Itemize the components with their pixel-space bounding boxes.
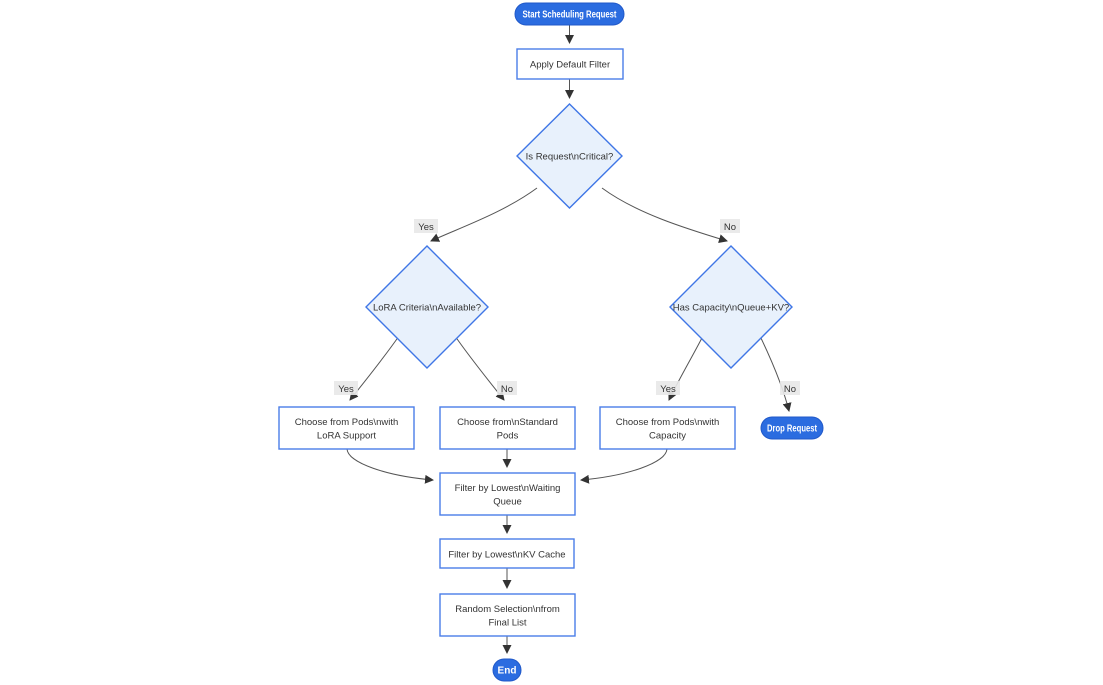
is-critical-label: Is Request\nCritical? [526,152,614,163]
node-has-capacity: Has Capacity\nQueue+KV? [669,245,793,369]
node-choose-lora-pods: Choose from Pods\nwith LoRA Support [278,406,415,450]
node-choose-standard-pods: Choose from\nStandard Pods [439,406,576,450]
choose-lora-pods-line1: Choose from Pods\nwith [295,417,399,428]
end-node-label: End [498,666,517,677]
choose-standard-pods-line1: Choose from\nStandard [457,417,558,428]
filter-waiting-queue-line1: Filter by Lowest\nWaiting [455,483,561,494]
edge-label-capacity-no: No [780,381,800,395]
node-lora-criteria: LoRA Criteria\nAvailable? [365,245,489,369]
node-filter-waiting-queue: Filter by Lowest\nWaiting Queue [439,472,576,516]
choose-lora-pods-line2: LoRA Support [317,431,377,442]
edge-label-text: No [784,384,796,395]
lora-criteria-shape [365,245,489,369]
node-apply-default-filter: Apply Default Filter [516,48,624,80]
edge-label-bg [334,381,358,395]
drop-request-shape [760,416,824,440]
end-node-shape [492,658,522,682]
edge-label-capacity-yes: Yes [656,381,680,395]
node-filter-kv-cache: Filter by Lowest\nKV Cache [439,538,575,569]
edge-label-text: Yes [660,384,676,395]
choose-lora-pods-shape [278,406,415,450]
choose-capacity-pods-line1: Choose from Pods\nwith [616,417,720,428]
filter-kv-cache-label: Filter by Lowest\nKV Cache [448,550,565,561]
has-capacity-shape [669,245,793,369]
is-critical-shape [516,103,623,209]
has-capacity-label: Has Capacity\nQueue+KV? [673,303,789,314]
edge-label-lora-no: No [497,381,517,395]
drop-request-label: Drop Request [767,424,818,435]
node-is-critical: Is Request\nCritical? [516,103,623,209]
start-node-label: Start Scheduling Request [523,10,618,21]
edge-label-critical-no: No [720,219,740,233]
edge-label-bg [780,381,800,395]
start-node-shape [514,2,625,26]
edge-is-critical-yes [430,187,538,242]
edges [346,25,792,654]
edge-label-text: No [501,384,513,395]
node-drop-request: Drop Request [760,416,824,440]
edge-capacity-no [759,335,792,412]
edge-label-text: No [724,222,736,233]
filter-waiting-queue-line2: Queue [493,497,522,508]
random-selection-shape [439,593,576,637]
edge-capacity-pods-to-filter-waiting [580,448,668,484]
random-selection-line1: Random Selection\nfrom [455,604,560,615]
edge-label-bg [720,219,740,233]
edge-lora-no [454,335,505,401]
node-random-selection: Random Selection\nfrom Final List [439,593,576,637]
random-selection-line2: Final List [488,618,526,629]
choose-capacity-pods-line2: Capacity [649,431,686,442]
edge-is-critical-no [601,187,728,243]
edge-label-bg [656,381,680,395]
choose-capacity-pods-shape [599,406,736,450]
edge-label-text: Yes [418,222,434,233]
edge-label-critical-yes: Yes [414,219,438,233]
node-choose-capacity-pods: Choose from Pods\nwith Capacity [599,406,736,450]
edge-lora-pods-to-filter-waiting [346,448,434,484]
node-start: Start Scheduling Request [514,2,625,26]
choose-standard-pods-shape [439,406,576,450]
apply-filter-shape [516,48,624,80]
filter-kv-cache-shape [439,538,575,569]
lora-criteria-label: LoRA Criteria\nAvailable? [373,303,481,314]
edge-label-lora-yes: Yes [334,381,358,395]
node-end: End [492,658,522,682]
edge-labels: Yes No Yes No Yes No [334,219,800,395]
choose-standard-pods-line2: Pods [497,431,519,442]
edge-label-bg [497,381,517,395]
edge-label-text: Yes [338,384,354,395]
apply-filter-label: Apply Default Filter [530,60,610,71]
filter-waiting-queue-shape [439,472,576,516]
edge-label-bg [414,219,438,233]
